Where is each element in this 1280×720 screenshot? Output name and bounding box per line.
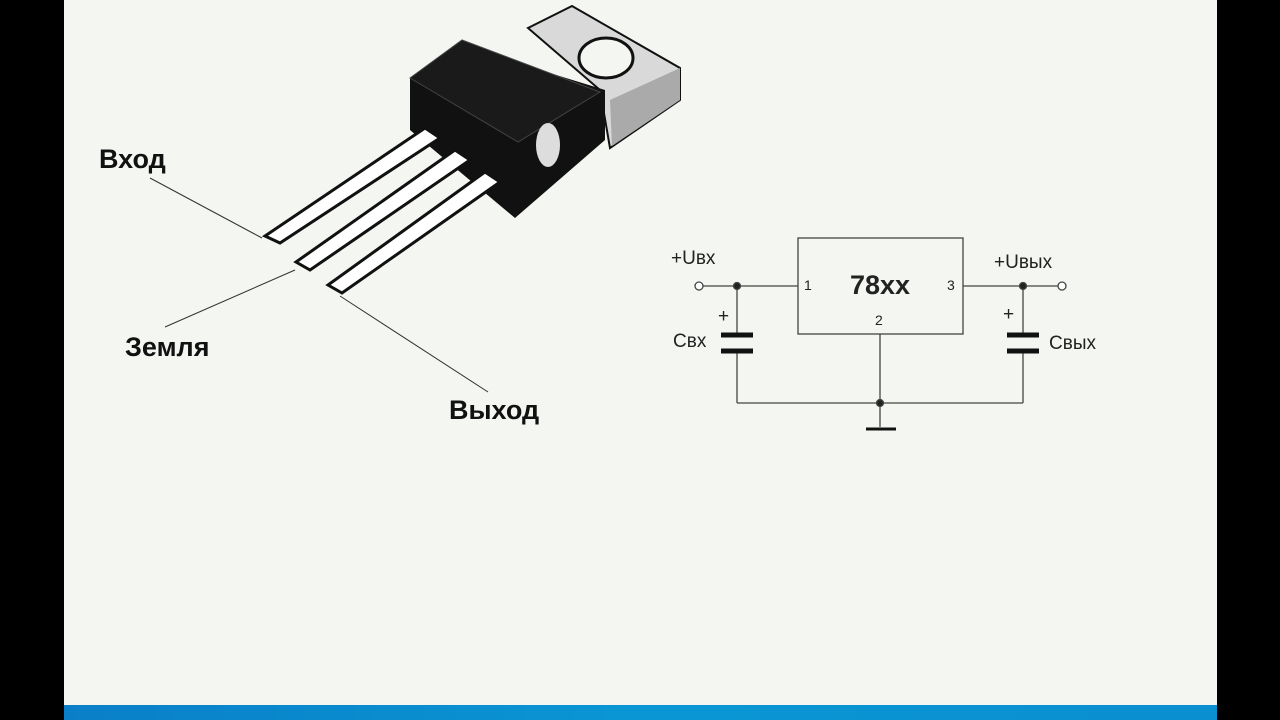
chip-label: 78xx <box>850 270 910 300</box>
leader-lines <box>149 177 489 393</box>
footer-bar <box>64 705 1217 720</box>
input-pin-label: Вход <box>99 144 166 174</box>
regulator-schematic <box>694 237 1067 431</box>
output-terminal <box>1057 281 1067 291</box>
pin-3-label: 3 <box>947 277 955 293</box>
to220-package-illustration <box>261 4 681 295</box>
ground-pin-label: Земля <box>125 332 209 362</box>
vin-label: +Uвх <box>671 248 716 269</box>
leads <box>261 126 503 295</box>
cin-polarity: + <box>718 306 729 327</box>
cout-polarity: + <box>1003 304 1014 325</box>
cin-label: Свх <box>673 331 707 352</box>
cout-label: Свых <box>1049 333 1096 354</box>
pin-2-label: 2 <box>875 312 883 328</box>
vout-label: +Uвых <box>994 252 1053 273</box>
input-terminal <box>694 281 704 291</box>
output-pin-label: Выход <box>449 395 539 425</box>
pin-1-label: 1 <box>804 277 812 293</box>
